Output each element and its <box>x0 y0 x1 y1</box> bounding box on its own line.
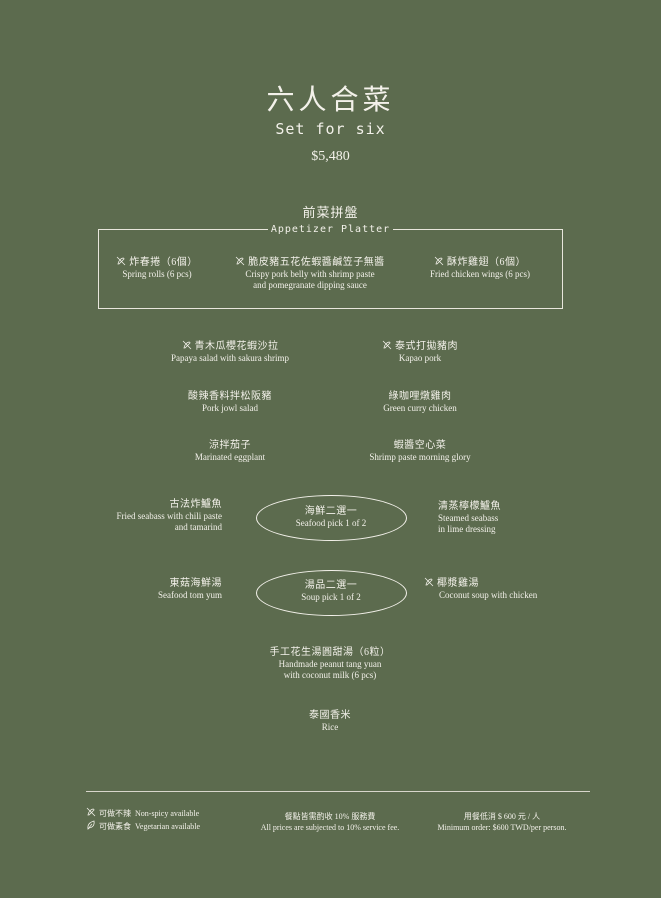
footer-legend: 可做不辣 Non-spicy available 可做素食 Vegetarian… <box>86 807 246 833</box>
item-en-line2: and pomegranate dipping sauce <box>253 280 367 290</box>
soup-pick-oval <box>256 570 407 616</box>
dish-zh: 青木瓜櫻花蝦沙拉 <box>194 341 279 352</box>
dessert-tang-yuan: 手工花生湯圓甜湯（6粒） Handmade peanut tang yuan w… <box>230 646 430 681</box>
dessert-en-line2: with coconut milk (6 pcs) <box>283 670 377 680</box>
legend-non-spicy: 可做不辣 Non-spicy available <box>86 807 246 820</box>
dish-zh: 涼拌茄子 <box>209 440 251 451</box>
seafood-option-fried: 古法炸鱸魚 Fried seabass with chili paste and… <box>60 498 222 533</box>
footer-minimum-order: 用餐低消 $ 600 元 / 人 Minimum order: $600 TWD… <box>420 811 584 833</box>
appetizer-item-spring-rolls: 炸春捲（6個） Spring rolls (6 pcs) <box>98 256 216 280</box>
leaf-icon <box>86 820 96 830</box>
seafood-pick-oval <box>256 495 407 541</box>
dish-en: Marinated eggplant <box>194 452 266 462</box>
rice-zh: 泰國香米 <box>309 710 351 721</box>
option-zh: 東菇海鮮湯 <box>169 578 222 589</box>
option-zh: 椰漿雞湯 <box>437 578 479 589</box>
dish-zh: 綠咖哩燉雞肉 <box>388 391 452 402</box>
option-en-line2: and tamarind <box>174 522 222 532</box>
dish-eggplant: 涼拌茄子 Marinated eggplant <box>160 439 300 463</box>
dish-zh: 酸辣香料拌松阪豬 <box>188 391 272 402</box>
dish-pork-jowl: 酸辣香料拌松阪豬 Pork jowl salad <box>160 390 300 414</box>
minimum-en: Minimum order: $600 TWD/per person. <box>437 823 567 832</box>
menu-title-zh: 六人合菜 <box>266 85 395 116</box>
pick-en: Soup pick 1 of 2 <box>301 592 361 602</box>
chili-slash-icon <box>382 340 392 350</box>
pick-zh: 海鮮二選一 <box>304 506 358 517</box>
legend-zh: 可做素食 <box>99 822 131 831</box>
item-zh: 炸春捲（6個） <box>129 257 198 268</box>
footer-service-fee: 餐點皆需酌收 10% 服務費 All prices are subjected … <box>240 811 420 833</box>
appetizer-title-zh: 前菜拼盤 <box>302 205 359 220</box>
chili-slash-icon <box>424 577 434 587</box>
item-zh: 脆皮豬五花佐蝦醬鹹笠子無醬 <box>248 257 385 268</box>
dessert-en-line1: Handmade peanut tang yuan <box>278 659 382 669</box>
appetizer-title-en: Appetizer Platter <box>268 223 393 236</box>
dish-green-curry: 綠咖哩燉雞肉 Green curry chicken <box>350 390 490 414</box>
dish-kapao-pork: 泰式打拋豬肉 Kapao pork <box>355 340 485 364</box>
pick-zh: 湯品二選一 <box>304 580 358 591</box>
legend-en: Non-spicy available <box>135 809 200 818</box>
menu-title-en: Set for six <box>275 120 386 138</box>
option-en-line1: Steamed seabass <box>438 513 499 523</box>
dish-en: Papaya salad with sakura shrimp <box>171 353 289 363</box>
dish-morning-glory: 蝦醬空心菜 Shrimp paste morning glory <box>340 439 500 463</box>
seafood-pick-label: 海鮮二選一 Seafood pick 1 of 2 <box>256 505 406 529</box>
soup-option-tom-yum: 東菇海鮮湯 Seafood tom yum <box>100 577 222 601</box>
chili-slash-icon <box>182 340 192 350</box>
chili-slash-icon <box>86 807 96 817</box>
dish-en: Kapao pork <box>398 353 442 363</box>
dish-en: Green curry chicken <box>383 403 457 413</box>
option-en-line2: in lime dressing <box>438 524 496 534</box>
dessert-zh: 手工花生湯圓甜湯（6粒） <box>269 647 391 658</box>
service-en: All prices are subjected to 10% service … <box>260 823 400 832</box>
option-en: Coconut soup with chicken <box>439 590 538 600</box>
minimum-zh: 用餐低消 $ 600 元 / 人 <box>463 812 541 821</box>
footer-divider <box>86 791 590 792</box>
appetizer-item-chicken-wings: 酥炸雞翅（6個） Fried chicken wings (6 pcs) <box>410 256 550 280</box>
legend-zh: 可做不辣 <box>99 809 131 818</box>
rice: 泰國香米 Rice <box>280 709 380 733</box>
menu-price: $5,480 <box>311 149 350 164</box>
dish-zh: 泰式打拋豬肉 <box>395 341 458 352</box>
item-en: Spring rolls (6 pcs) <box>122 269 192 279</box>
item-en: Fried chicken wings (6 pcs) <box>430 269 530 279</box>
chili-slash-icon <box>116 256 126 266</box>
seafood-option-steamed: 清蒸檸檬鱸魚 Steamed seabass in lime dressing <box>438 500 598 535</box>
soup-pick-label: 湯品二選一 Soup pick 1 of 2 <box>256 579 406 603</box>
chili-slash-icon <box>434 256 444 266</box>
dish-zh: 蝦醬空心菜 <box>393 440 447 451</box>
dish-en: Shrimp paste morning glory <box>369 452 471 462</box>
chili-slash-icon <box>235 256 245 266</box>
rice-en: Rice <box>321 722 339 732</box>
option-zh: 古法炸鱸魚 <box>169 499 222 510</box>
appetizer-item-pork-belly: 脆皮豬五花佐蝦醬鹹笠子無醬 Crispy pork belly with shr… <box>210 256 410 291</box>
item-en-line1: Crispy pork belly with shrimp paste <box>245 269 375 279</box>
pick-en: Seafood pick 1 of 2 <box>295 518 367 528</box>
service-zh: 餐點皆需酌收 10% 服務費 <box>284 812 376 821</box>
legend-vegetarian: 可做素食 Vegetarian available <box>86 820 246 833</box>
option-en: Seafood tom yum <box>158 590 222 600</box>
dish-en: Pork jowl salad <box>202 403 258 413</box>
item-zh: 酥炸雞翅（6個） <box>447 257 526 268</box>
option-zh: 清蒸檸檬鱸魚 <box>438 501 501 512</box>
dish-papaya-salad: 青木瓜櫻花蝦沙拉 Papaya salad with sakura shrimp <box>150 340 310 364</box>
legend-en: Vegetarian available <box>135 822 201 831</box>
soup-option-coconut: 椰漿雞湯 Coconut soup with chicken <box>424 577 594 601</box>
option-en-line1: Fried seabass with chili paste <box>116 511 222 521</box>
